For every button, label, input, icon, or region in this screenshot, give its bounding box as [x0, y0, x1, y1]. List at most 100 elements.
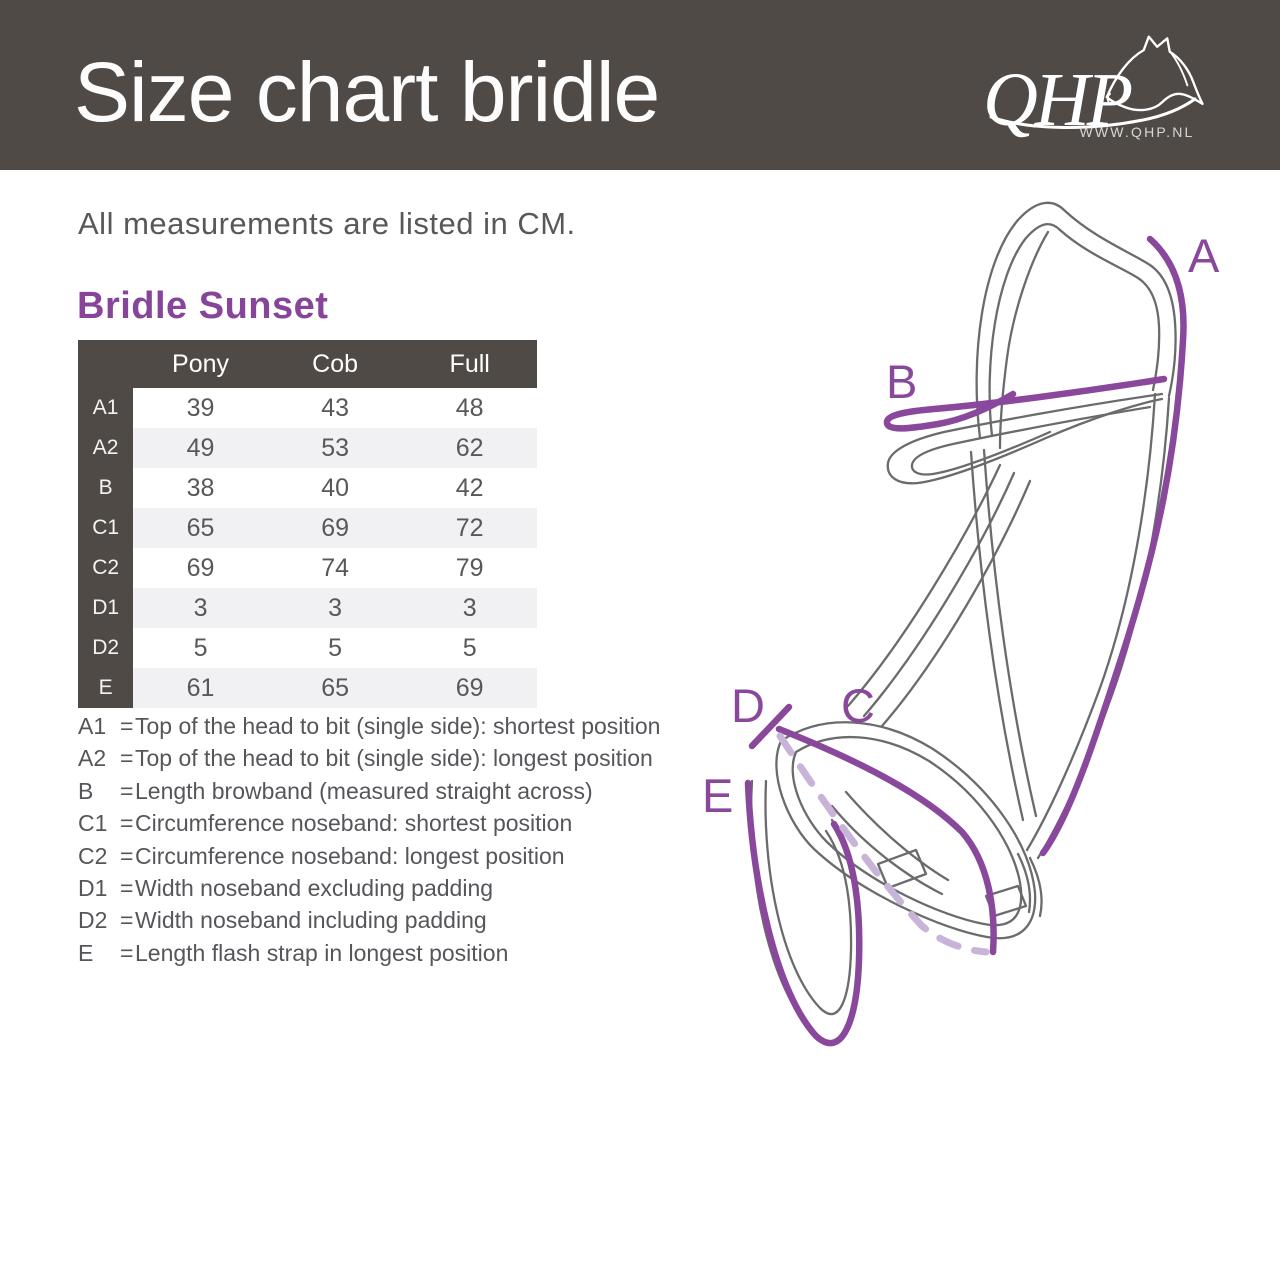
- crownpiece-back-line: [998, 230, 1050, 450]
- table-row: A1 39 43 48: [78, 388, 537, 428]
- table-row: D1 3 3 3: [78, 588, 537, 628]
- measurement-e-line: [744, 779, 863, 1047]
- noseband-outer-line: [775, 721, 1037, 940]
- cheekpiece-line: [862, 471, 1016, 718]
- horse-head-icon: [1105, 35, 1204, 112]
- row-label: C1: [78, 508, 134, 548]
- table-cell: 72: [402, 508, 537, 548]
- table-header-row: Pony Cob Full: [78, 340, 537, 388]
- legend-key: A1: [78, 713, 107, 739]
- browband-outer-line: [886, 392, 1164, 485]
- table-row: C1 65 69 72: [78, 508, 537, 548]
- table-cell: 79: [402, 548, 537, 588]
- table-cell: 39: [133, 388, 268, 428]
- bit-strap-end-line: [1016, 852, 1032, 914]
- table-cell: 3: [267, 588, 403, 628]
- legend-item: C1=Circumference noseband: shortest posi…: [78, 807, 638, 839]
- legend-item: E=Length flash strap in longest position: [78, 937, 638, 969]
- table-cell: 62: [402, 428, 537, 468]
- table-row: C2 69 74 79: [78, 548, 537, 588]
- throatlash-line: [969, 450, 1025, 822]
- legend-equals: =: [120, 745, 134, 772]
- legend-equals: =: [120, 907, 134, 934]
- legend-key: D1: [78, 875, 108, 902]
- bit-strap-end-line: [1028, 856, 1043, 918]
- product-title: Bridle Sunset: [77, 285, 329, 327]
- legend-key: A2: [78, 745, 107, 772]
- diagram-label-e: E: [702, 769, 733, 822]
- chin-strap-line: [844, 790, 950, 882]
- table-row: D2 5 5 5: [78, 628, 537, 668]
- crownpiece-inner-line: [988, 223, 1161, 438]
- legend-equals: =: [120, 842, 134, 869]
- legend-item: C2 =Circumference noseband: longest posit…: [78, 840, 638, 872]
- cheekpiece-line: [880, 479, 1032, 728]
- legend-text: Width noseband excluding padding: [135, 875, 494, 902]
- table-cell: 38: [133, 468, 268, 508]
- measurement-legend: A1=Top of the head to bit (single side):…: [78, 710, 660, 969]
- legend-text: Top of the head to bit (single side): lo…: [135, 745, 653, 772]
- legend-text: Width noseband including padding: [135, 907, 487, 934]
- browband-inner-line: [910, 405, 1152, 476]
- legend-text: Length browband (measured straight acros…: [135, 777, 593, 804]
- diagram-label-a: A: [1188, 229, 1220, 282]
- row-label: D2: [78, 628, 134, 668]
- legend-equals: =: [120, 939, 134, 966]
- measurement-b-line: [883, 375, 1168, 432]
- qhp-logo-graphic: QHP WWW.QHP.NL: [983, 35, 1204, 142]
- bridle-sketch: A B C D E: [702, 201, 1220, 1047]
- table-row: B 38 40 42: [78, 468, 537, 508]
- bridle-diagram: A B C D E: [680, 180, 1280, 1100]
- table-cell: 5: [267, 628, 403, 668]
- table-cell: 5: [402, 628, 537, 668]
- header-bar: Size chart bridle QHP WWW.QHP.NL: [0, 0, 1280, 170]
- row-label: E: [78, 668, 134, 708]
- page-title: Size chart bridle: [74, 45, 660, 139]
- bridle-line-art: [749, 201, 1177, 1044]
- row-label: C2: [78, 548, 134, 588]
- table-cell: 40: [267, 468, 403, 508]
- table-cell: 3: [133, 588, 268, 628]
- table-cell: 74: [267, 548, 403, 588]
- legend-item: D1 =Width noseband excluding padding: [78, 872, 638, 904]
- legend-item: B =Length browband (measured straight acr…: [78, 775, 638, 807]
- column-header-cob: Cob: [267, 340, 403, 388]
- legend-key: D2: [78, 907, 108, 934]
- measurement-c-line: [775, 725, 997, 956]
- legend-text: Circumference noseband: longest position: [135, 842, 565, 869]
- column-header-full: Full: [402, 340, 537, 388]
- legend-item: D2 =Width noseband including padding: [78, 904, 638, 936]
- table-cell: 65: [267, 668, 403, 708]
- diagram-label-c: C: [841, 679, 875, 732]
- legend-key: C2: [78, 842, 108, 869]
- table-cell: 5: [133, 628, 268, 668]
- throatlash-line: [982, 448, 1038, 818]
- measurement-d-line: [748, 703, 793, 750]
- measurement-annotations: A B C D E: [702, 229, 1220, 1047]
- row-label: A2: [78, 428, 134, 468]
- legend-text: Circumference noseband: shortest positio…: [135, 810, 573, 837]
- legend-equals: =: [120, 777, 134, 804]
- row-label: A1: [78, 388, 134, 428]
- table-cell: 65: [133, 508, 268, 548]
- legend-text: Length flash strap in longest position: [135, 939, 509, 966]
- legend-text: Top of the head to bit (single side): sh…: [135, 713, 661, 739]
- legend-equals: =: [120, 875, 134, 902]
- legend-item: A1 =Top of the head to bit (single side):…: [78, 710, 660, 742]
- table-cell: 48: [402, 388, 537, 428]
- diagram-label-d: D: [731, 679, 765, 732]
- flash-strap-inner-line: [764, 779, 853, 1016]
- measurement-a-line: [1039, 235, 1187, 857]
- column-header-pony: Pony: [133, 340, 268, 388]
- qhp-logo: QHP WWW.QHP.NL: [965, 33, 1217, 145]
- legend-key: C1: [78, 810, 108, 837]
- table-cell: 49: [133, 428, 268, 468]
- right-cheek-inner-line: [1025, 392, 1157, 852]
- chin-strap-line: [830, 804, 944, 896]
- legend-key: B: [78, 777, 94, 804]
- table-cell: 3: [402, 588, 537, 628]
- crownpiece-outer-line: [975, 201, 1177, 440]
- table-cell: 69: [133, 548, 268, 588]
- legend-equals: =: [120, 713, 134, 739]
- table-cell: 53: [267, 428, 403, 468]
